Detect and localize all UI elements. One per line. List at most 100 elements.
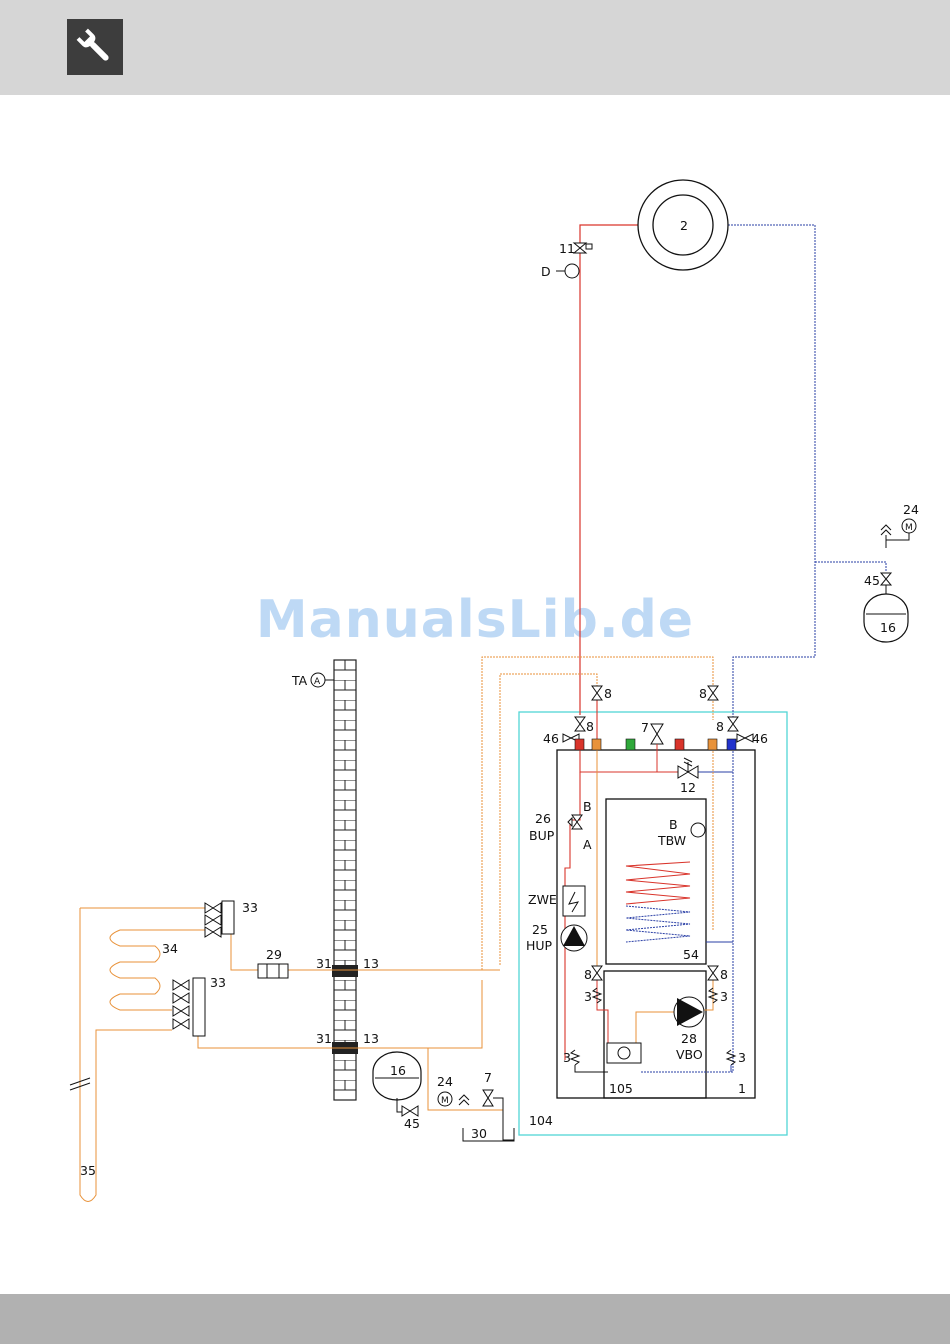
valve-45-bottom-icon	[402, 1106, 418, 1116]
wall-13-b-label: 13	[363, 1031, 379, 1046]
sensor-tbw-label: TBW	[657, 833, 686, 848]
vessel-16-bottom-label: 16	[390, 1063, 406, 1078]
valve-26-label: 26	[535, 811, 551, 826]
overflow-12-label: 12	[680, 780, 696, 795]
gauge-24-top-label: 24	[903, 502, 919, 517]
valve-46-right-icon	[737, 734, 753, 742]
flex-3-c-icon	[571, 1050, 579, 1065]
filter-29-icon	[258, 964, 288, 978]
safety-valve-7-bottom-icon	[483, 1090, 493, 1106]
port-orange-b	[708, 739, 717, 750]
shutoff-8-e-icon	[592, 966, 602, 980]
pressure-d-label: D	[541, 264, 551, 279]
valve-26-icon	[572, 815, 582, 829]
shutoff-8-f-label: 8	[720, 967, 728, 982]
vessel-16-top-label: 16	[880, 620, 896, 635]
shutoff-8-d-label: 8	[716, 719, 724, 734]
shutoff-8-f-icon	[708, 966, 718, 980]
flex-3-c-label: 3	[563, 1050, 571, 1065]
manifold-33-a-label: 33	[242, 900, 258, 915]
tank-54-label: 54	[683, 947, 699, 962]
heater-zwe-label: ZWE	[528, 892, 557, 907]
flow-branch	[580, 740, 727, 772]
return-expansion	[815, 562, 886, 572]
port-green	[626, 739, 635, 750]
vent-bottom-icon	[459, 1095, 469, 1105]
valve-45-top-label: 45	[864, 573, 880, 588]
flex-3-d-icon	[727, 1050, 735, 1065]
vent-top-icon	[881, 525, 891, 535]
shutoff-8-d-icon	[728, 717, 738, 731]
gauge-24-top-pipe	[886, 533, 909, 548]
shutoff-8-c-label: 8	[586, 719, 594, 734]
gauge-24-bottom-label: 24	[437, 1074, 453, 1089]
port-red-b	[675, 739, 684, 750]
compressor-icon	[607, 1043, 641, 1063]
gauge-24-bottom-symbol: M	[441, 1096, 449, 1106]
tank-coil-hot	[626, 862, 690, 904]
shutoff-8-c-icon	[575, 717, 585, 731]
port-b-label: B	[583, 799, 592, 814]
safety-valve-7-top-icon	[651, 724, 663, 744]
wall-13-a-label: 13	[363, 956, 379, 971]
wall-31-b-label: 31	[316, 1031, 332, 1046]
port-orange-a	[592, 739, 601, 750]
valve-45-bottom-label: 45	[404, 1116, 420, 1131]
port-red-a	[575, 739, 584, 750]
tank-coil-cold	[626, 906, 690, 942]
boiler-label: 2	[680, 218, 688, 233]
sensor-ta-symbol: A	[314, 677, 321, 687]
loop-34-label: 34	[162, 941, 178, 956]
collector-loop	[110, 930, 205, 1010]
flex-pipe-left	[575, 1065, 608, 1072]
heater-zwe-icon	[563, 886, 585, 916]
valve-46-right-label: 46	[752, 731, 768, 746]
bottom-bar	[0, 1294, 950, 1344]
sensor-b-label: B	[669, 817, 678, 832]
safety-7-bottom-label: 7	[484, 1070, 492, 1085]
building-wall	[334, 660, 356, 1100]
return-line	[728, 225, 815, 720]
port-a-label: A	[583, 837, 592, 852]
probe-35-label: 35	[80, 1163, 96, 1178]
valve-11-label: 11	[559, 241, 575, 256]
flow-module	[597, 972, 608, 1045]
flex-3-b-label: 3	[720, 989, 728, 1004]
pump-hup-label: HUP	[526, 938, 553, 953]
wall-31-a-label: 31	[316, 956, 332, 971]
ground-probe	[80, 908, 205, 1202]
valve-11-icon	[574, 243, 586, 253]
pump-25-label: 25	[532, 922, 548, 937]
shutoff-8-b-label: 8	[699, 686, 707, 701]
unit-1-label: 1	[738, 1081, 746, 1096]
brine-pump28	[636, 1012, 680, 1045]
shutoff-8-e-label: 8	[584, 967, 592, 982]
shutoff-8-b-icon	[708, 686, 718, 700]
flex-3-a-label: 3	[584, 989, 592, 1004]
manifold-33-b	[193, 978, 205, 1036]
safety-7-top-label: 7	[641, 720, 649, 735]
valve-45-top-icon	[881, 573, 891, 585]
flex-3-d-label: 3	[738, 1050, 746, 1065]
valve-26-name: BUP	[529, 828, 555, 843]
filter-29-label: 29	[266, 947, 282, 962]
wall-seal-upper	[332, 965, 358, 977]
frame-104-label: 104	[529, 1113, 553, 1128]
flow-line	[580, 225, 638, 715]
sensor-ta-label: TA	[291, 673, 308, 688]
port-blue	[727, 739, 736, 750]
safety-7-bottom-drain	[493, 1098, 514, 1140]
pump-vbo-label: VBO	[676, 1047, 703, 1062]
tbw-sensor-icon	[691, 823, 705, 837]
pump-28-label: 28	[681, 1031, 697, 1046]
pressure-d-icon	[565, 264, 579, 278]
valve-46-left-label: 46	[543, 731, 559, 746]
gauge-24-top-symbol: M	[905, 523, 913, 533]
shutoff-8-a-icon	[592, 686, 602, 700]
tank-30-label: 30	[471, 1126, 487, 1141]
manifold-33-b-label: 33	[210, 975, 226, 990]
manifold-33-a	[222, 901, 234, 934]
valve-11-handle	[586, 244, 592, 249]
shutoff-8-a-label: 8	[604, 686, 612, 701]
